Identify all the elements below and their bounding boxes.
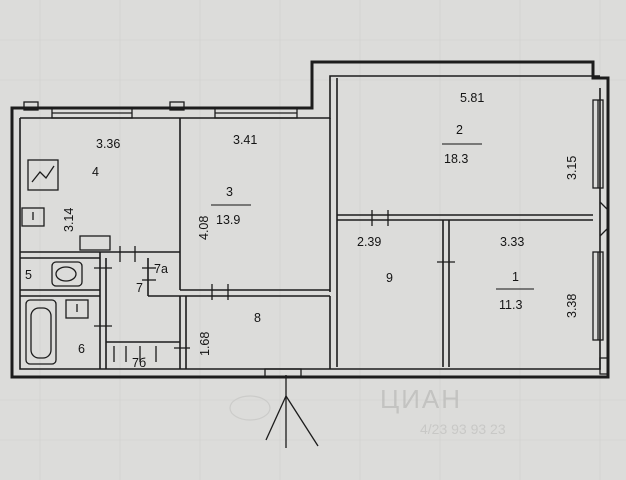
room3-width: 3.41: [233, 133, 257, 147]
room3-number: 3: [226, 185, 233, 199]
room1-width: 3.33: [500, 235, 524, 249]
room4-width: 3.36: [96, 137, 120, 151]
room8-number: 8: [254, 311, 261, 325]
room7a-number: 7a: [154, 262, 168, 276]
room9-number: 9: [386, 271, 393, 285]
room7b-number: 7б: [132, 356, 146, 370]
room1-length: 3.38: [565, 294, 579, 318]
bathtub-icon: [25, 299, 57, 365]
fixtures: [21, 159, 455, 365]
entrance-arrow: [265, 375, 319, 448]
watermark: ЦИАН 4/23 93 93 23: [229, 384, 506, 437]
room5-number: 5: [25, 268, 32, 282]
outer-walls: [10, 60, 610, 379]
sink-icon: [21, 207, 45, 227]
room8-length: 1.68: [198, 332, 212, 356]
room2-length: 3.15: [565, 156, 579, 180]
room2-number: 2: [456, 123, 463, 137]
room2-width: 5.81: [460, 91, 484, 105]
watermark-number: 4/23 93 93 23: [420, 421, 506, 437]
room4-length: 3.14: [62, 208, 76, 232]
stove-icon: [27, 159, 59, 191]
room1-area: 11.3: [499, 298, 522, 312]
watermark-logo-icon: [229, 395, 271, 421]
watermark-text: ЦИАН: [380, 384, 462, 414]
room-labels: 3.36 4 3.14 3.41 3 13.9 4.08 5.81 2 18.3…: [25, 91, 579, 370]
room3-area: 13.9: [216, 213, 240, 227]
sink-icon: [65, 299, 89, 319]
room9-width: 2.39: [357, 235, 381, 249]
room7-number: 7: [136, 281, 143, 295]
room6-number: 6: [78, 342, 85, 356]
room3-length: 4.08: [197, 216, 211, 240]
room2-area: 18.3: [444, 152, 468, 166]
room4-number: 4: [92, 165, 99, 179]
interior-walls: [20, 78, 593, 369]
toilet-icon: [51, 261, 83, 287]
room1-number: 1: [512, 270, 519, 284]
